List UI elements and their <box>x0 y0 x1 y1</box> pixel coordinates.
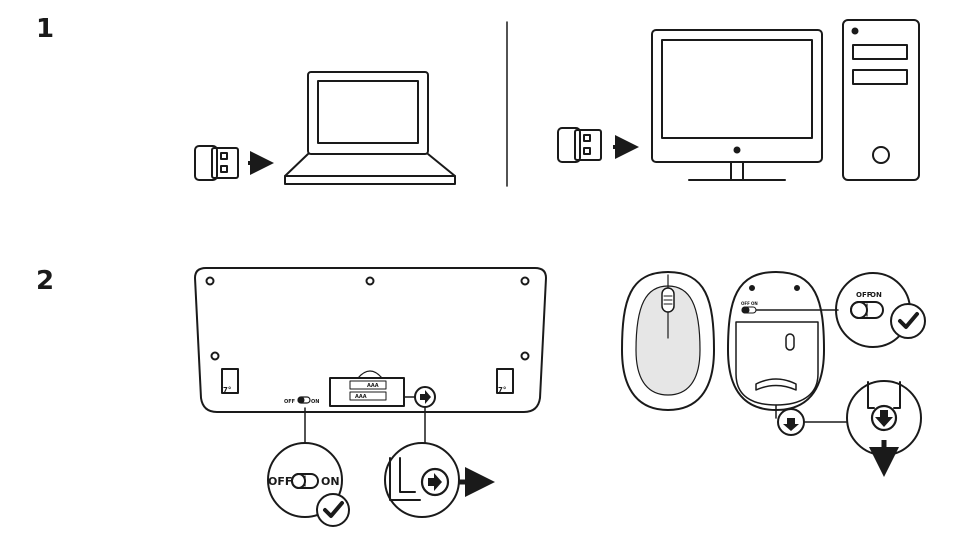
step-number-2: 2 <box>36 266 55 296</box>
battery-top-label: AAA <box>367 383 379 389</box>
step-number-1: 1 <box>36 14 55 44</box>
mouse-small-on-label: ON <box>751 301 758 306</box>
mouse-receiver-slot <box>777 408 805 436</box>
keyboard-foot-left-label: 7° <box>223 386 231 394</box>
mouse-top <box>621 271 715 411</box>
checkmark-icon <box>890 303 926 339</box>
mouse-bottom <box>727 271 825 419</box>
keyboard-zoom-on-label: ON <box>321 475 340 488</box>
usb-receiver-laptop <box>194 145 239 181</box>
mouse-zoom-off-label: OFF <box>856 291 872 299</box>
receiver-pull-zoom <box>384 442 460 518</box>
mouse-receiver-zoom <box>846 380 922 456</box>
pc-tower-icon <box>842 19 920 181</box>
mouse-zoom-on-label: ON <box>870 291 882 299</box>
keyboard-underside <box>194 267 547 413</box>
monitor-icon <box>651 29 823 181</box>
keyboard-zoom-off-label: OFF <box>268 475 292 488</box>
laptop-icon <box>284 71 456 185</box>
keyboard-foot-right-label: 7° <box>498 386 506 394</box>
battery-bottom-label: AAA <box>355 394 367 400</box>
keyboard-small-on-label: ON <box>311 399 319 405</box>
mouse-small-off-label: OFF <box>741 301 750 306</box>
keyboard-switch-zoom <box>267 442 343 518</box>
keyboard-small-off-label: OFF <box>284 399 295 405</box>
checkmark-icon <box>316 493 350 527</box>
usb-receiver-desktop <box>557 127 602 163</box>
